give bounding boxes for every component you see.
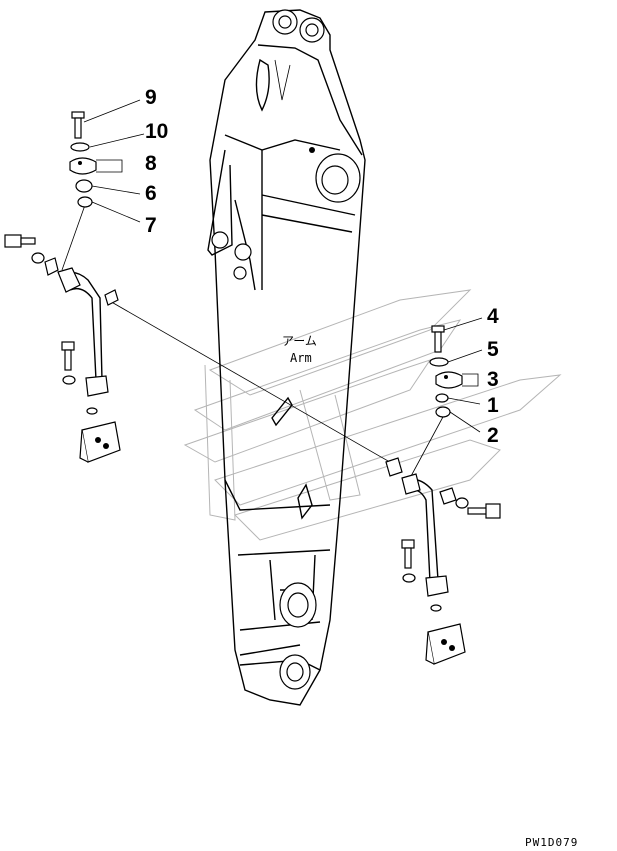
callout-9: 9 <box>145 86 157 109</box>
callout-3: 3 <box>487 368 499 391</box>
right-manifold-block <box>425 623 466 665</box>
clamp-3 <box>435 371 463 389</box>
bolt-4 <box>431 325 445 353</box>
bolt-left-lower <box>61 341 75 371</box>
right-hose-assembly <box>385 325 501 665</box>
arm-pins <box>211 9 361 690</box>
washer-5 <box>429 357 449 367</box>
plug-2 <box>435 406 451 418</box>
callout-5: 5 <box>487 338 499 361</box>
callout-7: 7 <box>145 214 157 237</box>
spacer-1 <box>435 393 449 403</box>
callout-1: 1 <box>487 394 499 417</box>
plug-7 <box>77 196 93 208</box>
callout-4: 4 <box>487 305 499 328</box>
callout-6: 6 <box>145 182 157 205</box>
part-label-en: Arm <box>290 351 312 365</box>
callout-2: 2 <box>487 424 499 447</box>
bolt-9 <box>71 111 85 139</box>
clamp-8 <box>69 157 97 175</box>
washer-10 <box>70 142 90 152</box>
watermark-logo <box>183 289 562 541</box>
leader-lines <box>61 204 445 479</box>
drawing-code: PW1D079 <box>525 836 578 849</box>
callout-leaders <box>83 99 483 433</box>
left-manifold-block <box>79 421 121 463</box>
right-fitting-bolt <box>439 487 501 519</box>
left-hose-assembly <box>4 111 121 463</box>
spacer-6 <box>75 179 93 193</box>
arm-body <box>207 9 366 706</box>
callout-numbers: 9 10 8 6 7 4 5 3 1 2 <box>145 86 499 447</box>
callout-10: 10 <box>145 120 168 143</box>
left-fitting-bolt <box>4 234 59 276</box>
callout-8: 8 <box>145 152 157 175</box>
bolt-right-lower <box>401 539 415 569</box>
part-label-jp: アーム <box>282 334 317 348</box>
